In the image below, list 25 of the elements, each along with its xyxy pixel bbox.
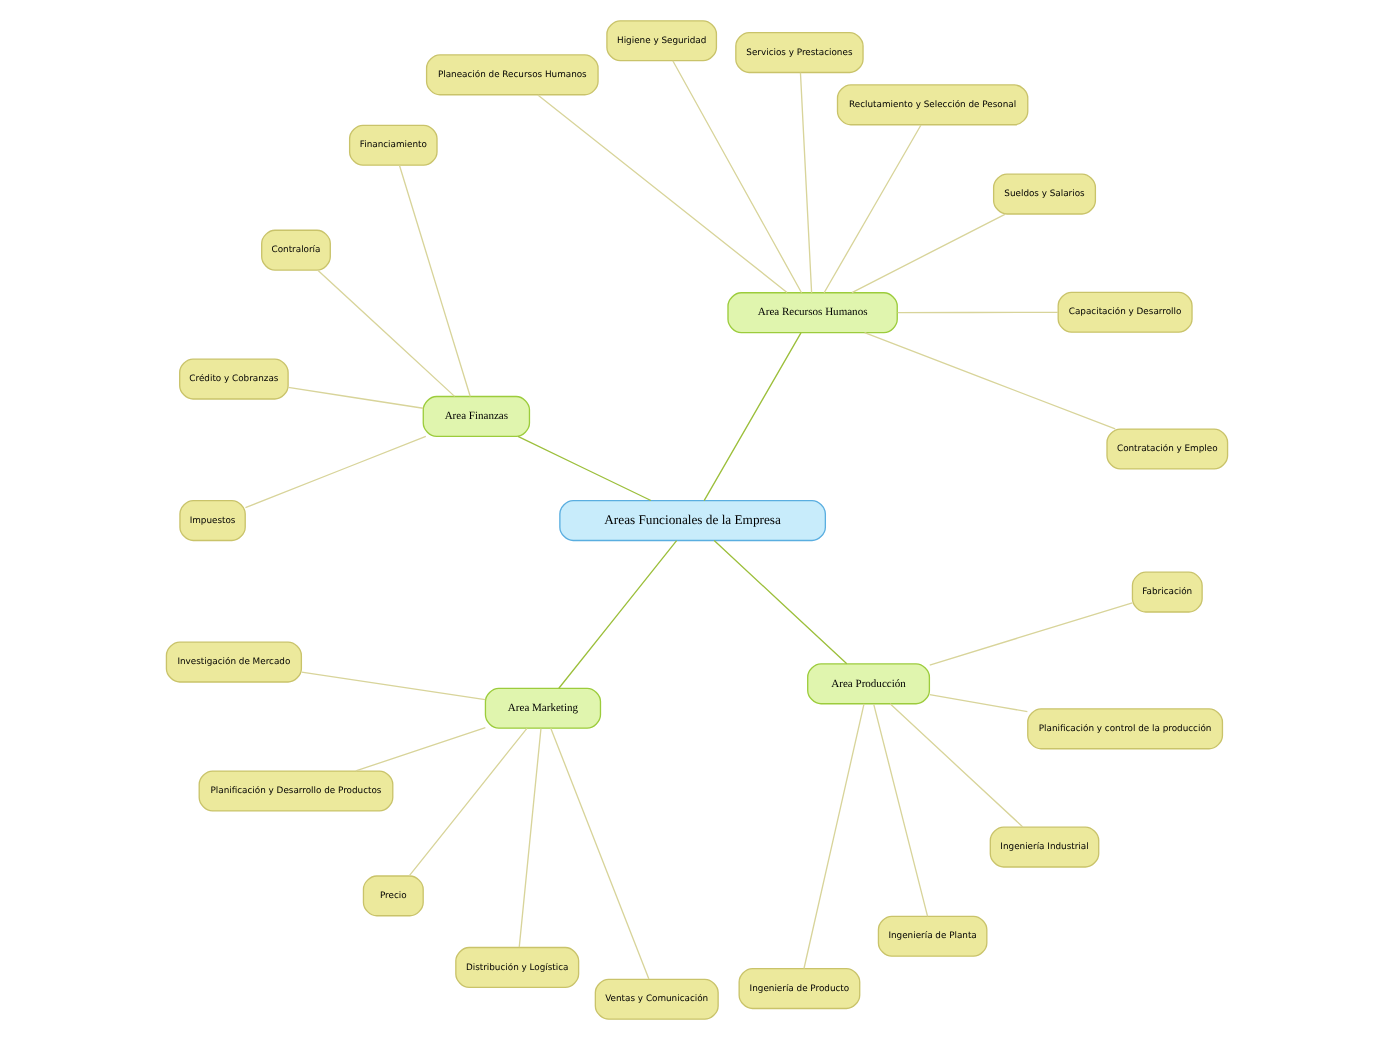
connector [863,332,1116,430]
connector [517,435,652,502]
connector [408,727,528,877]
connector [803,703,865,970]
connector [896,311,1059,314]
connector [537,94,788,294]
connector [398,164,471,398]
connector [929,602,1133,666]
connector [550,727,650,980]
connector [300,671,486,701]
connector [244,435,427,509]
connector [355,726,487,772]
connector [317,269,456,398]
connector [929,693,1029,713]
connector [703,332,802,502]
connector [851,213,1007,294]
connector [672,60,803,294]
connector [889,703,1024,828]
connector [823,124,922,294]
connector [799,71,813,294]
connector [518,727,542,948]
connector [558,539,678,689]
connector [873,703,929,917]
connector [287,386,424,409]
connector [713,539,848,665]
